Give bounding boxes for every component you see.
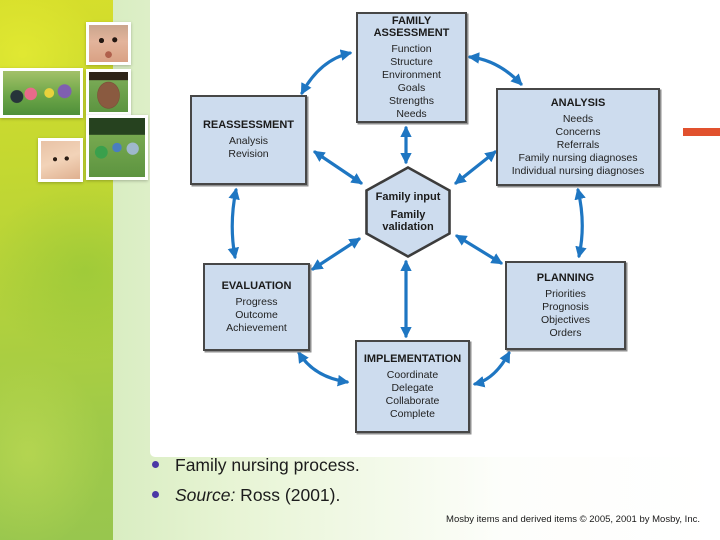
node-item: Family nursing diagnoses [518,151,638,164]
node-items: Analysis Revision [228,135,268,161]
node-item: Priorities [545,287,586,300]
caption-text: Family nursing process. [175,455,360,475]
baby-face-photo [38,138,83,182]
node-evaluation: EVALUATION Progress Outcome Achievement [203,263,310,351]
caption-bullets: Family nursing process. Source: Ross (20… [152,455,572,515]
node-item: Goals [397,81,426,94]
node-item: Function [391,42,432,55]
node-items: Function Structure Environment Goals Str… [382,43,441,121]
node-item: Coordinate [386,368,439,381]
bullet-dot-icon [152,461,159,468]
child-face-photo [86,22,131,65]
node-title: IMPLEMENTATION [363,352,462,365]
node-item: Revision [228,148,269,160]
node-item: Collaborate [385,394,440,407]
node-item: Achievement [226,321,287,334]
node-item: Objectives [540,313,591,326]
node-title: EVALUATION [221,279,292,292]
node-items: Coordinate Delegate Collaborate Complete [386,369,440,421]
node-item: Concerns [555,125,601,138]
hexagon-line1: Family input [375,191,441,203]
node-title: REASSESSMENT [202,119,295,131]
node-items: Progress Outcome Achievement [226,296,287,335]
hexagon-shape [365,166,451,258]
node-item: Needs [562,112,594,125]
node-analysis: ANALYSIS Needs Concerns Referrals Family… [496,88,660,186]
bullet-item: Source: Ross (2001). [152,485,572,506]
node-reassessment: REASSESSMENT Analysis Revision [190,95,307,185]
node-item: Delegate [391,381,434,394]
node-planning: PLANNING Priorities Prognosis Objectives… [505,261,626,350]
bullet-item: Family nursing process. [152,455,572,476]
kids-group-photo [0,68,83,118]
source-label: Source: [175,485,236,505]
node-family-input-validation: Family input Family validation [365,166,451,258]
node-family-assessment: FAMILY ASSESSMENT Function Structure Env… [356,12,467,123]
node-item: Needs [396,107,427,120]
children-playing-photo [86,115,148,180]
node-item: Outcome [235,308,278,321]
node-title: PLANNING [536,271,595,284]
bullet-dot-icon [152,491,159,498]
red-accent-bar [683,128,720,136]
node-items: Needs Concerns Referrals Family nursing … [512,113,645,178]
node-item: Progress [235,295,278,308]
node-implementation: IMPLEMENTATION Coordinate Delegate Colla… [355,340,470,433]
node-items: Priorities Prognosis Objectives Orders [541,288,590,340]
node-item: Orders [549,326,582,339]
woman-smiling-photo [86,69,131,115]
source-value: Ross (2001). [235,485,341,505]
source-text: Source: Ross (2001). [175,485,340,506]
node-item: Environment [382,68,441,81]
node-item: Referrals [556,138,600,151]
node-item: Prognosis [542,300,589,313]
copyright-notice: Mosby items and derived items © 2005, 20… [446,514,700,525]
node-title: FAMILY ASSESSMENT [373,14,450,39]
node-item: Analysis [228,135,269,147]
node-item: Structure [390,55,433,68]
hexagon-line2: Family validation [382,209,434,233]
node-item: Individual nursing diagnoses [511,164,645,177]
node-item: Strengths [389,94,434,107]
node-title: ANALYSIS [550,96,606,109]
node-item: Complete [390,407,435,420]
